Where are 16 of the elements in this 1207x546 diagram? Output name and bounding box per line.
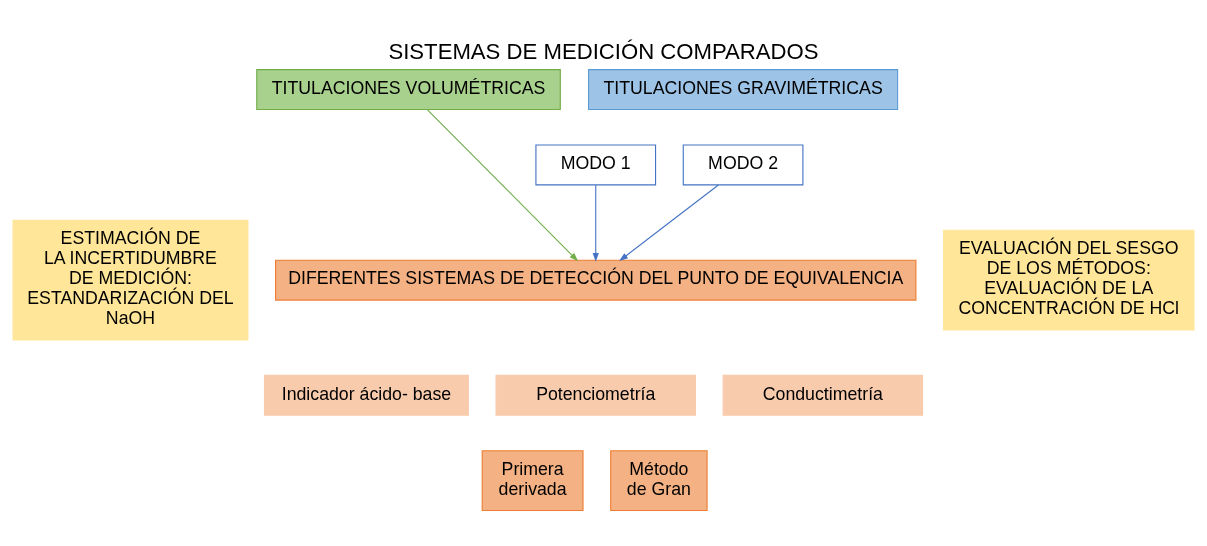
node-box: Indicador ácido- base	[263, 374, 469, 416]
node-box: TITULACIONES GRAVIMÉTRICAS	[588, 68, 899, 110]
node-box: Primera derivada	[481, 449, 584, 511]
node-box: TITULACIONES VOLUMÉTRICAS	[256, 68, 561, 110]
node-box: Método de Gran	[610, 449, 708, 511]
node-box: DIFERENTES SISTEMAS DE DETECCIÓN DEL PUNTO DE EQUIVALENCIA	[275, 259, 917, 301]
node-box: MODO 2	[682, 143, 804, 185]
node-box: Potenciometría	[495, 374, 696, 416]
node-box: Conductimetría	[722, 374, 924, 416]
arrow	[426, 108, 579, 261]
diagram-title: SISTEMAS DE MEDICIÓN COMPARADOS	[388, 38, 819, 64]
node-box: ESTIMACIÓN DE LA INCERTIDUMBRE DE MEDICIÓN: ESTANDARIZACIÓN DEL NaOH	[12, 219, 249, 341]
node-box: EVALUACIÓN DEL SESGO DE LOS MÉTODOS: EVALUACIÓN DE LA CONCENTRACIÓN DE HCl	[943, 229, 1195, 331]
arrow	[592, 184, 599, 262]
arrow	[619, 183, 719, 261]
node-box: MODO 1	[535, 143, 657, 185]
